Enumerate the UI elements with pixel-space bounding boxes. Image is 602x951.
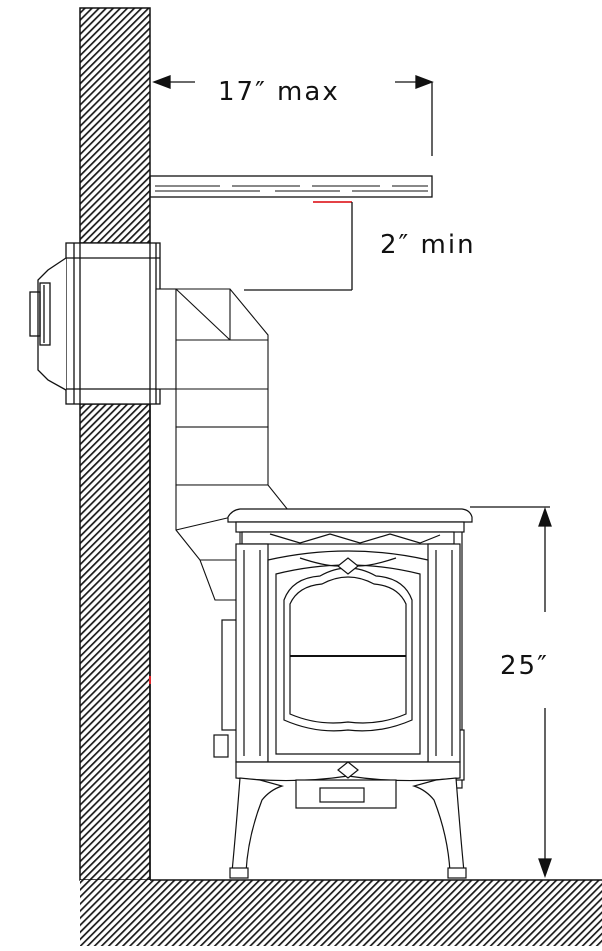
wall-thimble bbox=[29, 242, 161, 405]
ceiling-beam bbox=[149, 175, 433, 198]
dim-2-min bbox=[244, 202, 353, 291]
dim-label-25: 25″ bbox=[500, 651, 549, 681]
gas-stove bbox=[213, 508, 473, 879]
vent-pipe bbox=[155, 288, 294, 601]
dim-label-17-max: 17″ max bbox=[218, 77, 340, 107]
dim-25 bbox=[470, 506, 552, 878]
wall-section bbox=[79, 7, 151, 881]
dim-17-max bbox=[152, 75, 434, 156]
dim-label-2-min: 2″ min bbox=[380, 230, 476, 260]
floor-section bbox=[80, 880, 602, 946]
